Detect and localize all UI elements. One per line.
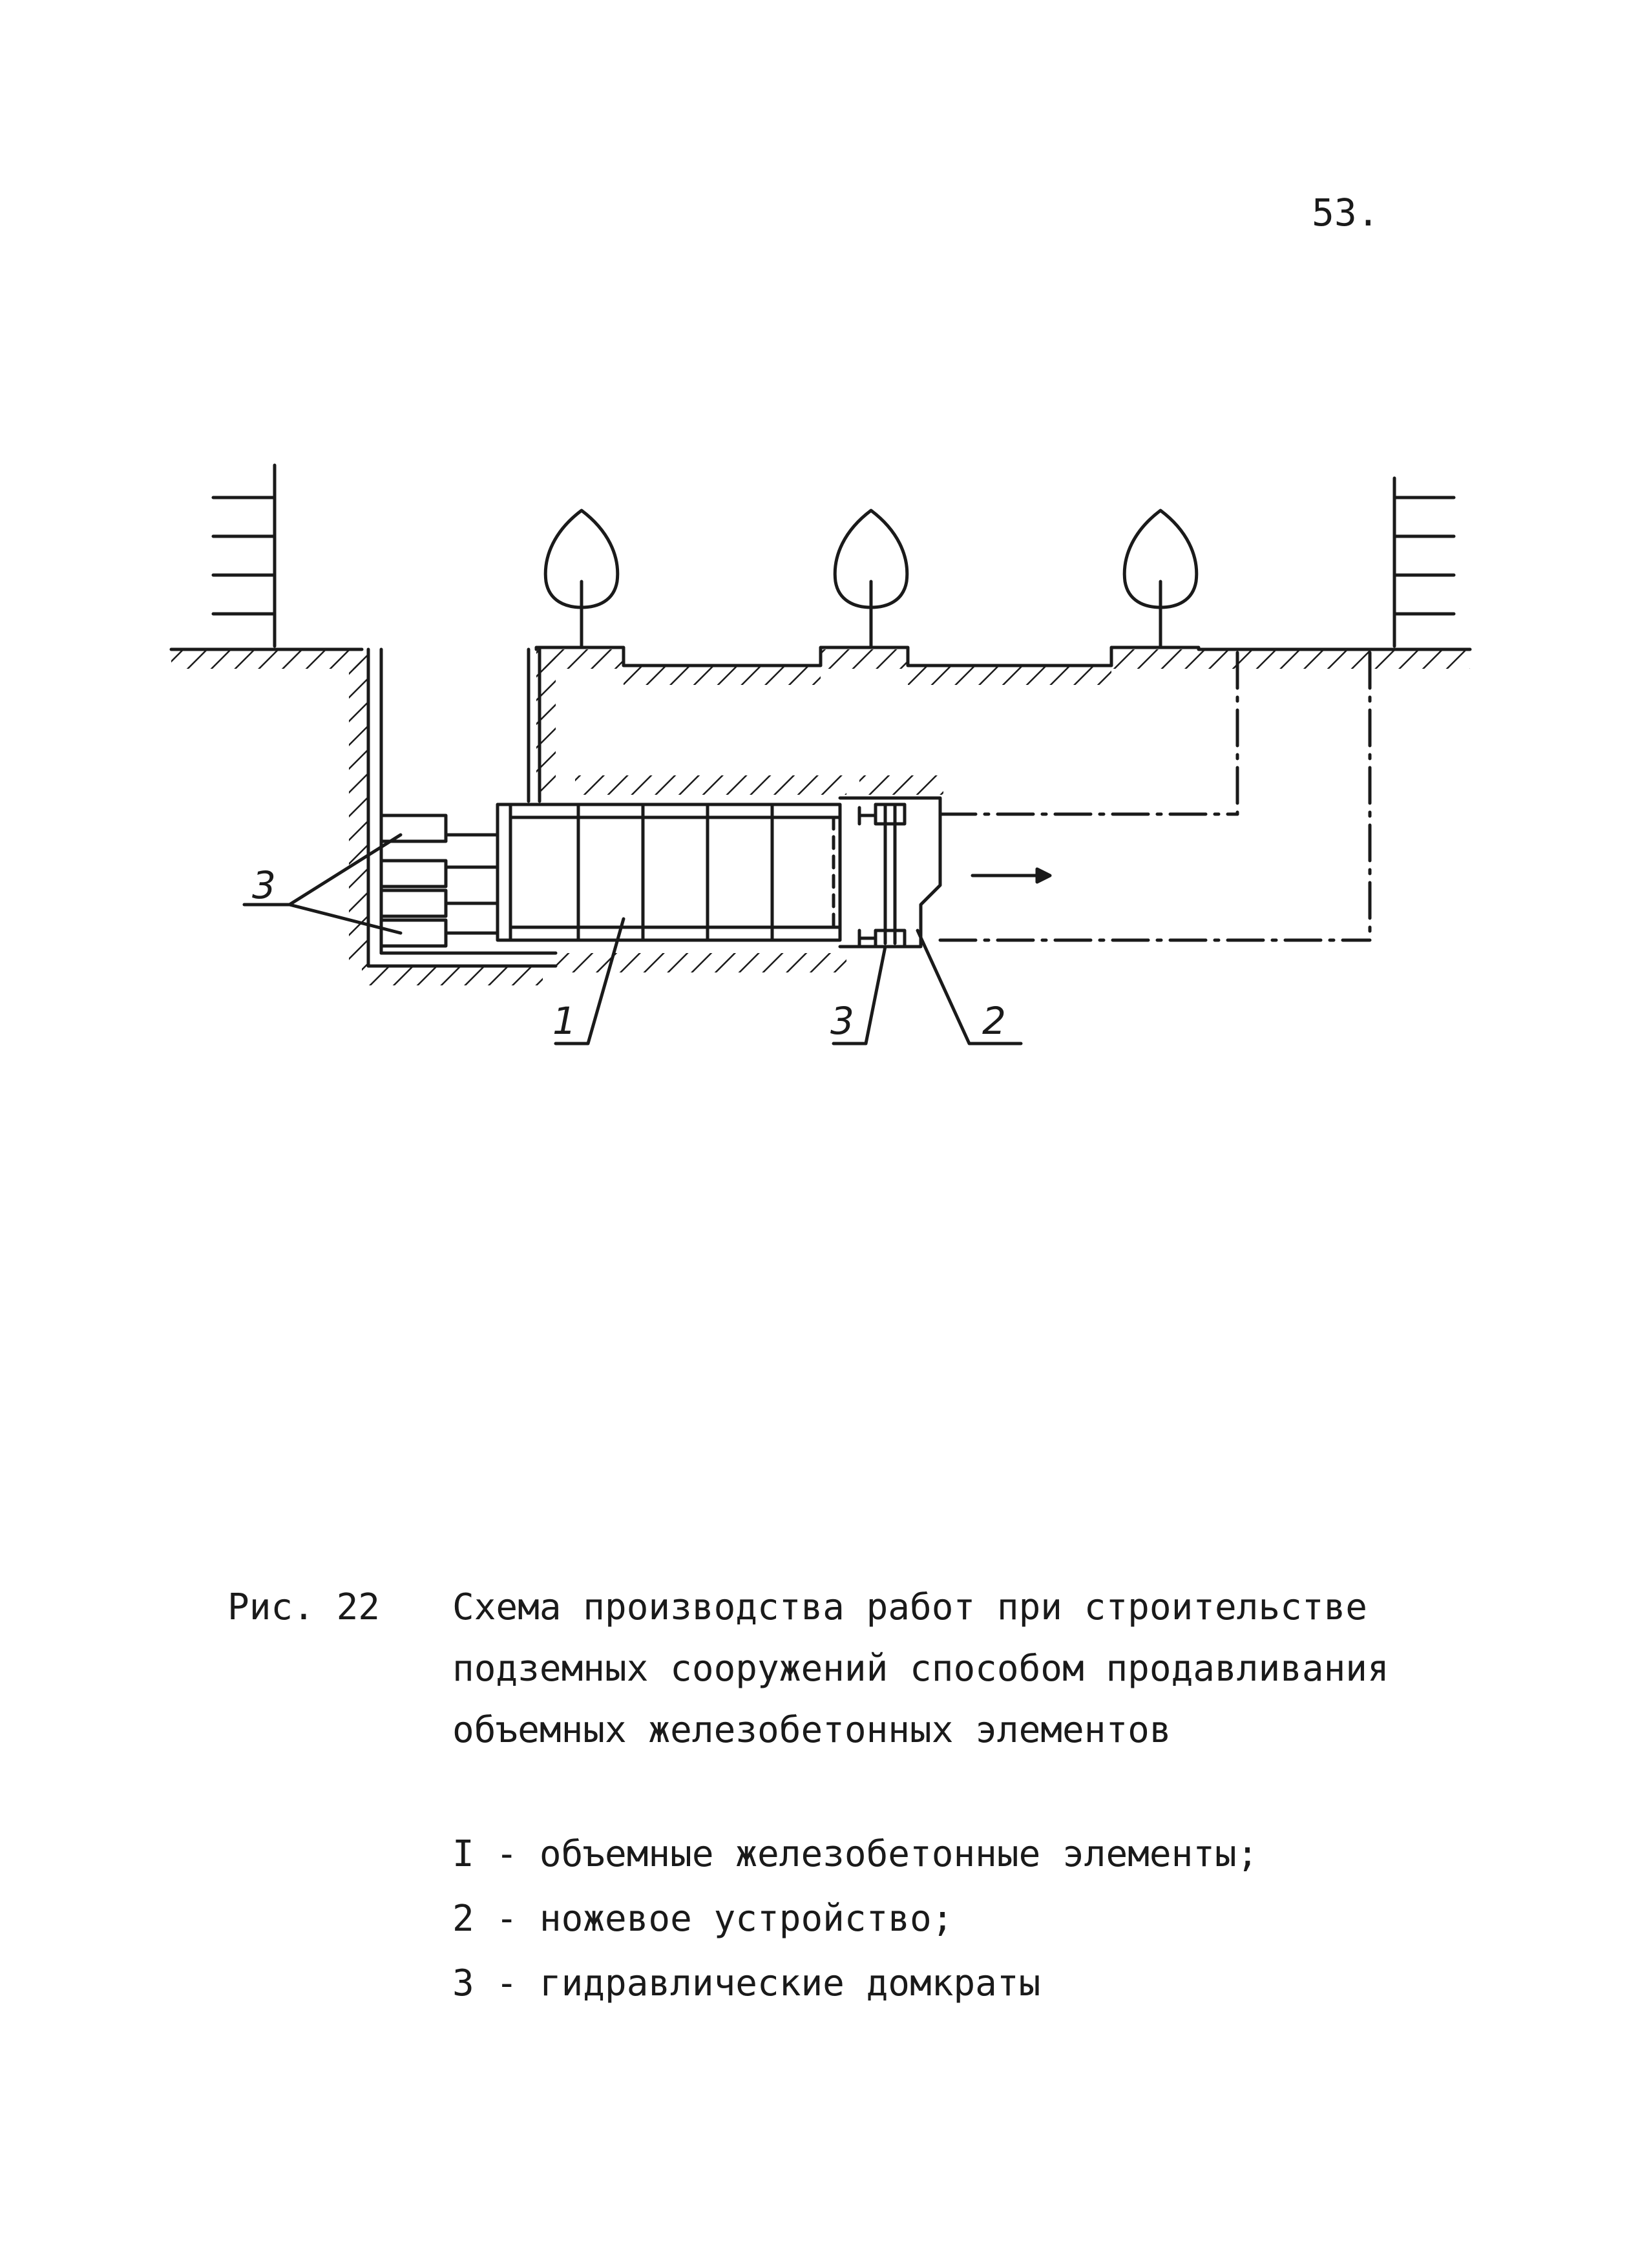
tree-2 <box>833 509 909 648</box>
callout-jacks-right: 3 <box>830 999 854 1043</box>
concrete-elements <box>509 803 842 942</box>
legend-item: 2 - ножевое устройство; <box>452 1898 954 1940</box>
left-building <box>211 463 277 648</box>
figure-caption: Рис. 22 Схема производства работ при стр… <box>227 1577 1520 1761</box>
page-number: 53. <box>1312 191 1380 235</box>
future-tunnel-outline <box>938 651 1372 942</box>
ground-hatching <box>171 649 1470 985</box>
thrust-frame <box>496 803 512 942</box>
callout-leaders <box>242 833 1023 1045</box>
right-building <box>1392 476 1456 648</box>
construction-scheme-diagram: 3 1 3 2 <box>169 463 1472 1045</box>
figure-label: Рис. 22 <box>227 1586 381 1628</box>
direction-arrow <box>971 867 1052 884</box>
figure-legend: I - объемные железобетонные элементы; 2 … <box>452 1822 1258 2016</box>
shaft-hydraulic-jacks <box>379 814 499 948</box>
legend-item: I - объемные железобетонные элементы; <box>452 1833 1259 1875</box>
figure-title: Схема производства работ при строительст… <box>452 1586 1389 1751</box>
tree-3 <box>1122 509 1199 648</box>
callout-knife-device: 2 <box>982 999 1006 1043</box>
legend-item: 3 - гидравлические домкраты <box>452 1962 1041 2004</box>
launch-shaft <box>366 647 558 968</box>
callout-jacks-left: 3 <box>252 863 276 907</box>
callout-elements: 1 <box>552 999 576 1043</box>
knife-device <box>838 796 942 949</box>
tree-1 <box>543 509 620 648</box>
